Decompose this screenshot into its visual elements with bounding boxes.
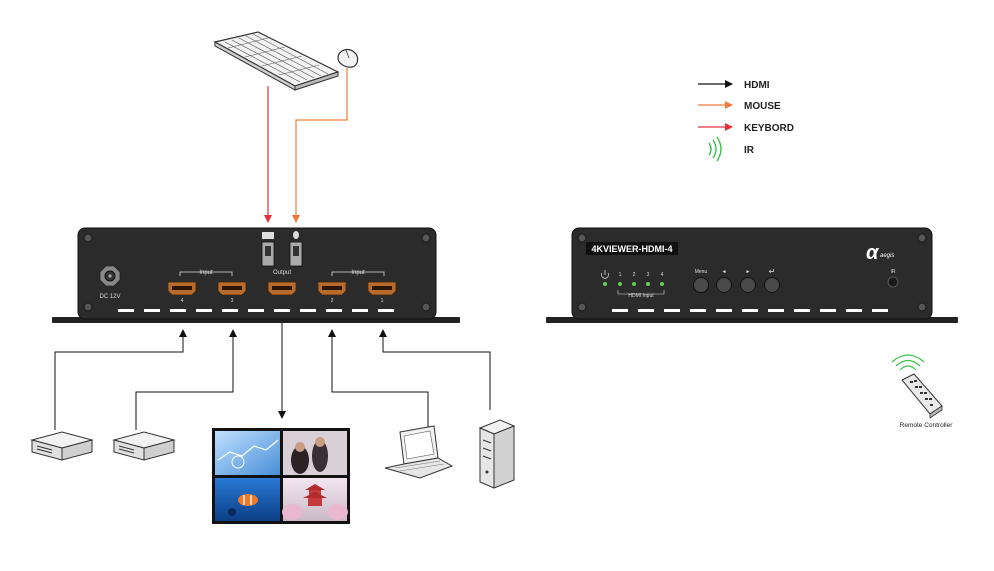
screen-quadrant-chart: [215, 431, 280, 475]
legend-item-keyboard: KEYBORD: [698, 123, 794, 134]
legend-item-hdmi: HDMI: [698, 80, 770, 91]
output-label: Output: [273, 270, 291, 276]
model-label-plate: [586, 242, 678, 255]
enter-icon: ↵: [769, 267, 776, 276]
status-leds: [603, 282, 664, 286]
port-number: 4: [181, 298, 184, 304]
left-arrow-icon: ◄: [722, 269, 727, 275]
remote-label: Remote Controller: [900, 422, 954, 429]
mouse-cable: [292, 68, 348, 223]
hdmi-port: [317, 281, 347, 296]
enter-button[interactable]: [764, 277, 780, 293]
ir-wave-icon: [708, 136, 722, 162]
led-number: 3: [647, 272, 650, 278]
left-button[interactable]: [716, 277, 732, 293]
front-panel: 4KVIEWER-HDMI-4 α aegis 1 2 3 4 HDMI Inp…: [546, 227, 958, 323]
laptop-icon: [384, 425, 454, 479]
vent-slots: [118, 309, 394, 312]
hdmi-output-port: [267, 281, 297, 296]
port-number: 2: [331, 298, 334, 304]
hdmi-input-label: HDMI Input: [628, 293, 654, 299]
screen-quadrant-fish: [215, 478, 280, 521]
legend-item-mouse: MOUSE: [698, 101, 781, 112]
screen-quadrant-people: [283, 431, 347, 475]
screw-icon: [577, 233, 927, 312]
ir-label: IR: [891, 269, 896, 275]
screen-quadrant-pagoda: [282, 478, 348, 521]
legend-label: IR: [744, 145, 755, 156]
hdmi-port: [217, 281, 247, 296]
ir-receiver: [887, 276, 899, 288]
menu-label: Menu: [695, 269, 708, 275]
rear-panel: DC 12V Input Input Output: [52, 227, 460, 323]
media-player-icon: [30, 431, 94, 461]
media-player-icon: [112, 431, 176, 461]
ir-wave-icon: [891, 354, 925, 371]
screw-icon: [83, 233, 431, 312]
remote-controller-icon: Remote Controller: [891, 354, 954, 429]
keyboard-mini-icon: [262, 232, 274, 239]
usb-keyboard-port: [261, 232, 275, 267]
model-name: 4KVIEWER-HDMI-4: [591, 244, 672, 254]
hdmi-port: [167, 281, 197, 296]
vent-slots: [612, 309, 888, 312]
brand-logo-symbol: α: [866, 242, 880, 264]
right-button[interactable]: [740, 277, 756, 293]
desktop-tower-icon: [478, 419, 516, 489]
led-number: 2: [633, 272, 636, 278]
hdmi-cables: [54, 323, 491, 430]
keyboard-icon: [213, 31, 340, 91]
legend-label: MOUSE: [744, 101, 781, 112]
usb-mouse-port: [289, 231, 303, 267]
dc-power-jack: [99, 265, 121, 287]
hdmi-port: [367, 281, 397, 296]
led-number: 1: [619, 272, 622, 278]
brand-logo-name: aegis: [880, 253, 894, 259]
legend: HDMI MOUSE KEYBORD IR: [698, 80, 794, 162]
port-number: 3: [231, 298, 234, 304]
menu-button[interactable]: [693, 277, 709, 293]
quad-view-display: [212, 428, 350, 524]
power-icon: [601, 270, 609, 279]
port-number: 1: [381, 298, 384, 304]
input-group-label: Input: [351, 270, 365, 276]
legend-item-ir: IR: [708, 136, 755, 162]
legend-label: KEYBORD: [744, 123, 794, 134]
led-number: 4: [661, 272, 664, 278]
mouse-icon: [337, 48, 359, 68]
dc-label: DC 12V: [99, 294, 120, 300]
legend-label: HDMI: [744, 80, 770, 91]
mouse-mini-icon: [293, 231, 299, 239]
right-arrow-icon: ►: [746, 269, 751, 275]
input-group-label: Input: [199, 270, 213, 276]
